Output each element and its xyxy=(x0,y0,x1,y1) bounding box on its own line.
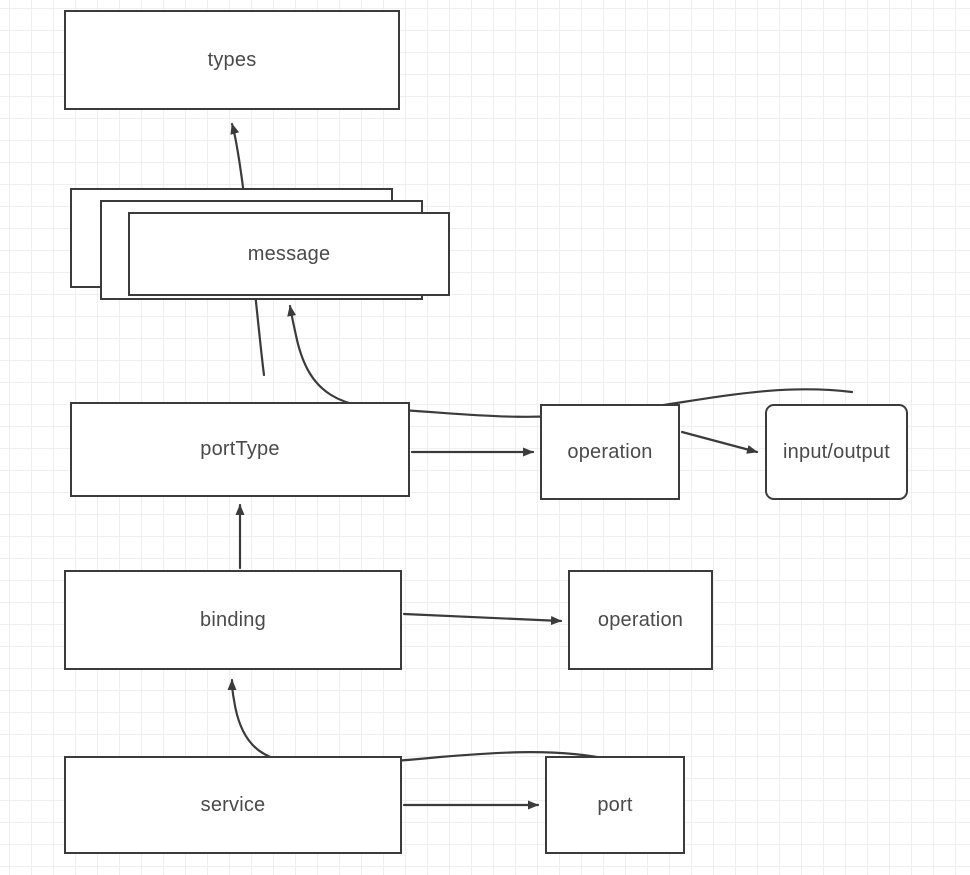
node-message-label: message xyxy=(247,242,331,265)
node-porttype[interactable]: portType xyxy=(70,402,410,497)
node-operation-binding-label: operation xyxy=(597,608,684,631)
node-operation-binding[interactable]: operation xyxy=(568,570,713,670)
node-types[interactable]: types xyxy=(64,10,400,110)
node-operation-porttype-label: operation xyxy=(567,440,653,463)
node-port[interactable]: port xyxy=(545,756,685,854)
edge-binding-to-operation xyxy=(402,612,563,626)
node-message[interactable]: message xyxy=(128,212,450,296)
edge-porttype-to-message xyxy=(287,304,854,418)
node-porttype-label: portType xyxy=(200,438,280,460)
node-input-output-label: input/output xyxy=(783,440,890,463)
node-port-label: port xyxy=(597,793,633,816)
node-types-label: types xyxy=(207,48,257,71)
node-operation-porttype[interactable]: operation xyxy=(540,404,680,500)
node-service-label: service xyxy=(200,793,266,816)
node-binding-label: binding xyxy=(200,608,266,631)
node-input-output[interactable]: input/output xyxy=(765,404,908,500)
node-binding[interactable]: binding xyxy=(64,570,402,670)
node-service[interactable]: service xyxy=(64,756,402,854)
edge-service-to-binding xyxy=(227,678,614,765)
edge-operation-to-inputoutput xyxy=(680,430,759,454)
